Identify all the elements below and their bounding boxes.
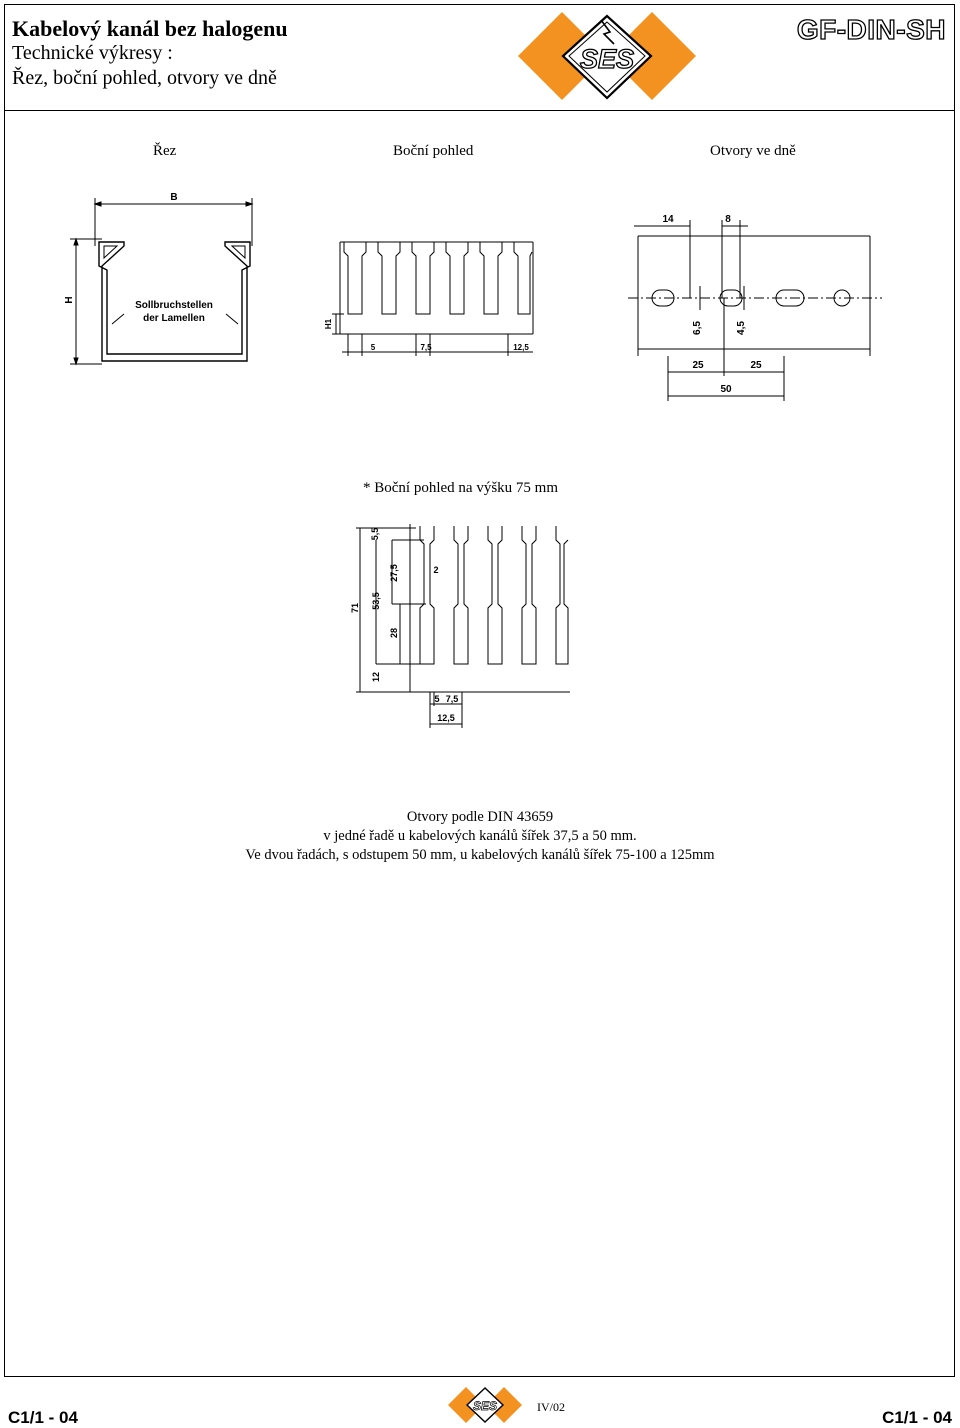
revision: IV/02 [537, 1400, 565, 1414]
page-subtitle: Technické výkresy : [12, 42, 173, 64]
label-section: Řez [153, 143, 177, 159]
dim-h1: H1 [324, 318, 333, 329]
footer-logo: SES [448, 1387, 522, 1423]
label-holes: Otvory ve dně [710, 143, 796, 159]
drawing-cross-section: B H Sollbruchstellen der Lamellen [64, 192, 254, 366]
caption-line-3: Ve dvou řadách, s odstupem 50 mm, u kabe… [245, 847, 715, 863]
dim-55: 5,5 [370, 528, 380, 541]
dim-25a: 25 [692, 360, 704, 371]
dim-71: 71 [350, 603, 360, 613]
drawing-side-view-75: 5,5 27,5 2 71 53,5 28 12 5 7,5 12,5 [350, 524, 570, 728]
logo-text: SES [580, 44, 634, 74]
dim-75-5: 5 [434, 694, 439, 704]
page-title: Kabelový kanál bez halogenu [12, 16, 288, 41]
caption-line-2: v jedné řadě u kabelových kanálů šířek 3… [323, 828, 637, 844]
dim-25b: 25 [750, 360, 762, 371]
page-subtitle-2: Řez, boční pohled, otvory ve dně [12, 67, 277, 89]
dim-75-125: 12,5 [437, 713, 455, 723]
dim-8: 8 [725, 214, 731, 225]
ses-logo: SES [518, 12, 696, 100]
product-code: GF-DIN-SH [796, 13, 946, 45]
dim-12: 12 [371, 672, 381, 682]
dim-65: 6,5 [692, 321, 703, 335]
footer-logo-text: SES [473, 1399, 497, 1413]
dim-28: 28 [389, 628, 399, 638]
dim-side-75: 7,5 [420, 343, 432, 352]
dim-width: B [170, 192, 177, 203]
section-note-1: Sollbruchstellen [135, 300, 213, 311]
drawing-side-view: H1 5 7,5 12,5 [324, 241, 534, 356]
dim-535: 53,5 [371, 592, 381, 610]
dim-50: 50 [720, 384, 732, 395]
dim-side-5: 5 [371, 343, 376, 352]
dim-45: 4,5 [736, 321, 747, 335]
footer-code-right: C1/1 - 04 [882, 1408, 952, 1427]
dim-275: 27,5 [389, 564, 399, 582]
caption-line-1: Otvory podle DIN 43659 [406, 809, 554, 825]
header-divider [4, 110, 955, 111]
footer-code-left: C1/1 - 04 [8, 1408, 78, 1427]
dim-2: 2 [433, 565, 438, 575]
dim-side-125: 12,5 [513, 343, 529, 352]
page-frame [4, 4, 955, 1377]
label-side-view-75: * Boční pohled na výšku 75 mm [363, 480, 558, 496]
drawing-holes: 14 8 6,5 4,5 25 25 50 [628, 214, 882, 401]
dim-14: 14 [662, 214, 674, 225]
section-note-2: der Lamellen [143, 313, 205, 324]
label-side-view: Boční pohled [393, 143, 474, 159]
dim-height: H [64, 296, 75, 303]
dim-75-75: 7,5 [446, 694, 459, 704]
